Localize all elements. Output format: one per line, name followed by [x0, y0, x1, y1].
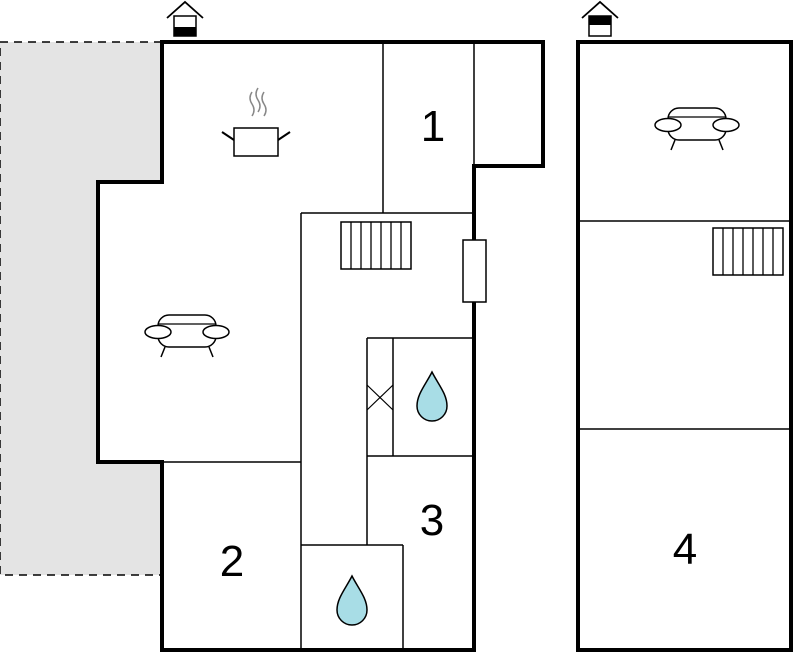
ground-floor-outline: [96, 40, 545, 652]
sofa-icon: [144, 314, 230, 358]
water-drop-icon: [416, 370, 448, 422]
terrace-outline: [0, 41, 162, 576]
room-number-1: 1: [421, 102, 445, 151]
upper-floor-outline: [576, 40, 793, 652]
water-drop-icon: [336, 574, 368, 626]
house-entrance-icon: [581, 0, 619, 37]
cooking-pot-icon: [221, 87, 291, 157]
house-entrance-icon: [166, 0, 204, 37]
room-number-2: 2: [220, 537, 244, 586]
sofa-icon: [654, 107, 740, 151]
radiator-icon: [462, 239, 487, 303]
stairs-icon: [340, 221, 412, 270]
stairs-icon: [712, 227, 784, 276]
shower-cross-icon: [366, 384, 394, 411]
room-number-4: 4: [673, 525, 697, 574]
upper-floor-partitions: [578, 220, 791, 430]
ground-floor-partitions: [162, 42, 475, 650]
room-number-3: 3: [420, 496, 444, 545]
